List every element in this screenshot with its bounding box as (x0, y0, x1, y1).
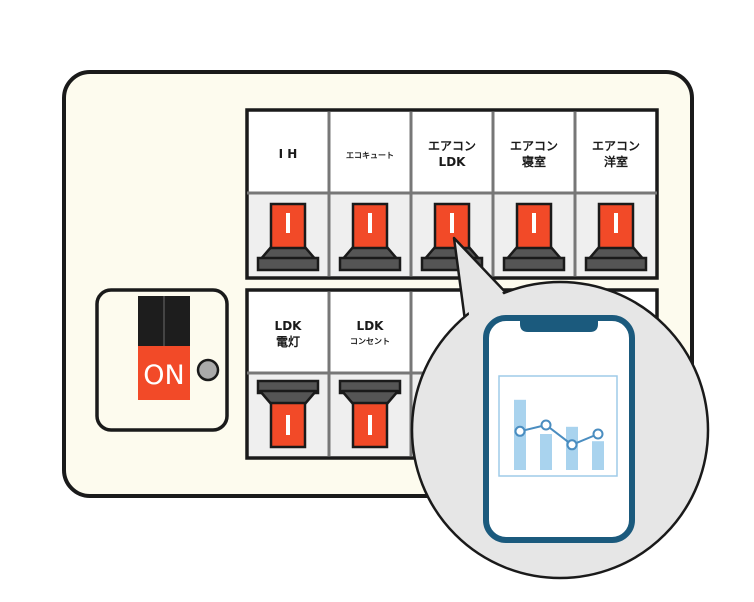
breaker-label-aircon-bedroom-l1: エアコン (510, 139, 558, 153)
breaker-switch-ldk-light[interactable] (256, 379, 320, 449)
breaker-label-ldk-light-l1: LDK (275, 319, 303, 333)
breaker-switch-ecocute[interactable] (338, 202, 402, 272)
smartphone-callout (410, 236, 710, 580)
breaker-label-ldk-light-l2: 電灯 (276, 334, 300, 349)
chart-bar (592, 441, 604, 470)
mini-chart (514, 399, 604, 470)
chart-line-point (540, 419, 552, 431)
breaker-switch-ih[interactable] (256, 202, 320, 272)
breaker-switch-aircon-western[interactable] (584, 202, 648, 272)
main-breaker-test-button[interactable] (196, 358, 220, 382)
breaker-label-aircon-bedroom-l2: 寝室 (522, 154, 546, 169)
smartphone-notch (520, 318, 598, 332)
breaker-label-aircon-western-l2: 洋室 (604, 154, 628, 169)
breaker-label-ldk-outlet-l1: LDK (357, 319, 385, 333)
breaker-label-aircon-western-l1: エアコン (592, 139, 640, 153)
breaker-label-ldk-outlet-l2: コンセント (350, 337, 390, 346)
breaker-label-ecocute: エコキュート (346, 151, 394, 160)
smartphone-icon (483, 315, 635, 543)
breaker-switch-ldk-outlet[interactable] (338, 379, 402, 449)
chart-line-point (592, 428, 604, 440)
top-breaker-row: I H エコキュート エアコン LDK エアコン 寝室 エアコン 洋室 (245, 108, 659, 280)
breaker-label-aircon-ldk-l2: LDK (439, 155, 467, 169)
chart-line (519, 423, 599, 446)
chart-bar (540, 434, 552, 470)
top-row-dividers (327, 112, 577, 276)
breaker-switch-aircon-bedroom[interactable] (502, 202, 566, 272)
chart-line-point (566, 439, 578, 451)
chart-line-point (514, 425, 526, 437)
breaker-label-ih: I H (279, 147, 298, 161)
main-breaker-on-plate (138, 346, 190, 400)
breaker-label-aircon-ldk-l1: エアコン (428, 139, 476, 153)
main-breaker-on-label: ON (143, 360, 184, 391)
main-breaker[interactable]: ON (95, 288, 229, 432)
